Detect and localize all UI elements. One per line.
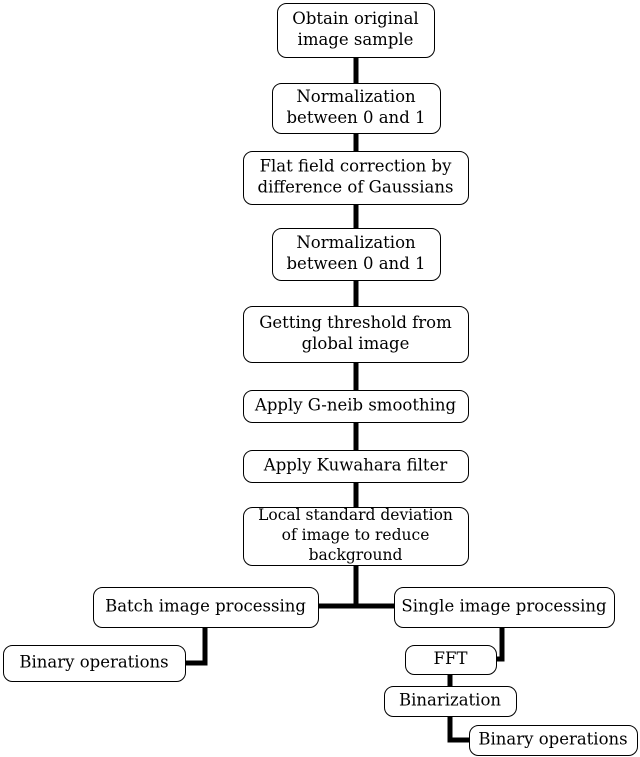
node-localstd-label-line: Local standard deviation	[258, 506, 453, 524]
node-binary-left: Binary operations	[3, 645, 186, 682]
connector-binarization-to-binary_right	[447, 716, 469, 743]
node-binarization-label-line: Binarization	[399, 691, 501, 710]
node-threshold-label-line: global image	[302, 334, 410, 353]
node-binary-left-label-line: Binary operations	[19, 653, 168, 672]
node-obtain-box	[277, 3, 435, 58]
node-kuwahara-label-line: Apply Kuwahara filter	[263, 456, 448, 475]
node-norm2: Normalization between 0 and 1	[272, 228, 441, 281]
node-norm2-label-line: between 0 and 1	[287, 254, 426, 273]
flowchart-boxes: Obtain original image sampleNormalization…	[3, 3, 638, 756]
node-norm1: Normalization between 0 and 1	[272, 83, 441, 134]
node-gneib: Apply G-neib smoothing	[243, 390, 469, 423]
node-obtain-label-line: image sample	[298, 30, 414, 49]
node-flat: Flat field correction by difference of Ga…	[243, 151, 469, 205]
node-single-label-line: Single image processing	[401, 597, 607, 616]
node-batch-label-line: Batch image processing	[105, 597, 306, 616]
node-norm1-label-line: Normalization	[296, 87, 416, 106]
connector-localstd-to-batch	[318, 565, 359, 609]
node-binary-right-box	[469, 725, 638, 756]
node-norm1-box	[272, 83, 441, 134]
node-gneib-label-line: Apply G-neib smoothing	[254, 396, 457, 415]
node-obtain-label-line: Obtain original	[292, 9, 418, 28]
connectors	[185, 57, 505, 743]
node-binarization: Binarization	[384, 686, 517, 717]
node-fft-label-line: FFT	[434, 649, 468, 668]
node-batch-box	[93, 587, 319, 628]
node-flat-label-line: difference of Gaussians	[258, 178, 454, 197]
node-localstd: Local standard deviation of image to redu…	[243, 506, 469, 566]
node-localstd-box	[243, 507, 469, 566]
node-localstd-label-line: background	[309, 546, 403, 564]
node-binary-left-box	[3, 645, 186, 682]
node-flat-label-line: Flat field correction by	[260, 156, 453, 175]
node-single-box	[394, 587, 615, 628]
node-single: Single image processing	[394, 587, 615, 628]
node-localstd-label-line: of image to reduce	[282, 526, 430, 544]
node-norm1-label-line: between 0 and 1	[287, 108, 426, 127]
node-gneib-box	[243, 390, 469, 423]
node-fft-box	[405, 645, 497, 675]
node-batch: Batch image processing	[93, 587, 319, 628]
node-binary-right: Binary operations	[469, 725, 638, 756]
connector-batch-to-binary_left	[185, 627, 208, 666]
node-threshold: Getting threshold from global image	[243, 306, 469, 363]
node-fft: FFT	[405, 645, 497, 675]
node-flat-box	[243, 151, 469, 205]
node-norm2-box	[272, 228, 441, 281]
node-norm2-label-line: Normalization	[296, 233, 416, 252]
node-threshold-box	[243, 306, 469, 363]
node-binary-right-label-line: Binary operations	[478, 730, 627, 749]
node-binarization-box	[384, 686, 517, 717]
connector-single-to-fft	[496, 627, 505, 662]
node-kuwahara: Apply Kuwahara filter	[243, 450, 469, 483]
node-obtain: Obtain original image sample	[277, 3, 435, 58]
node-threshold-label-line: Getting threshold from	[259, 313, 452, 332]
node-kuwahara-box	[243, 450, 469, 483]
